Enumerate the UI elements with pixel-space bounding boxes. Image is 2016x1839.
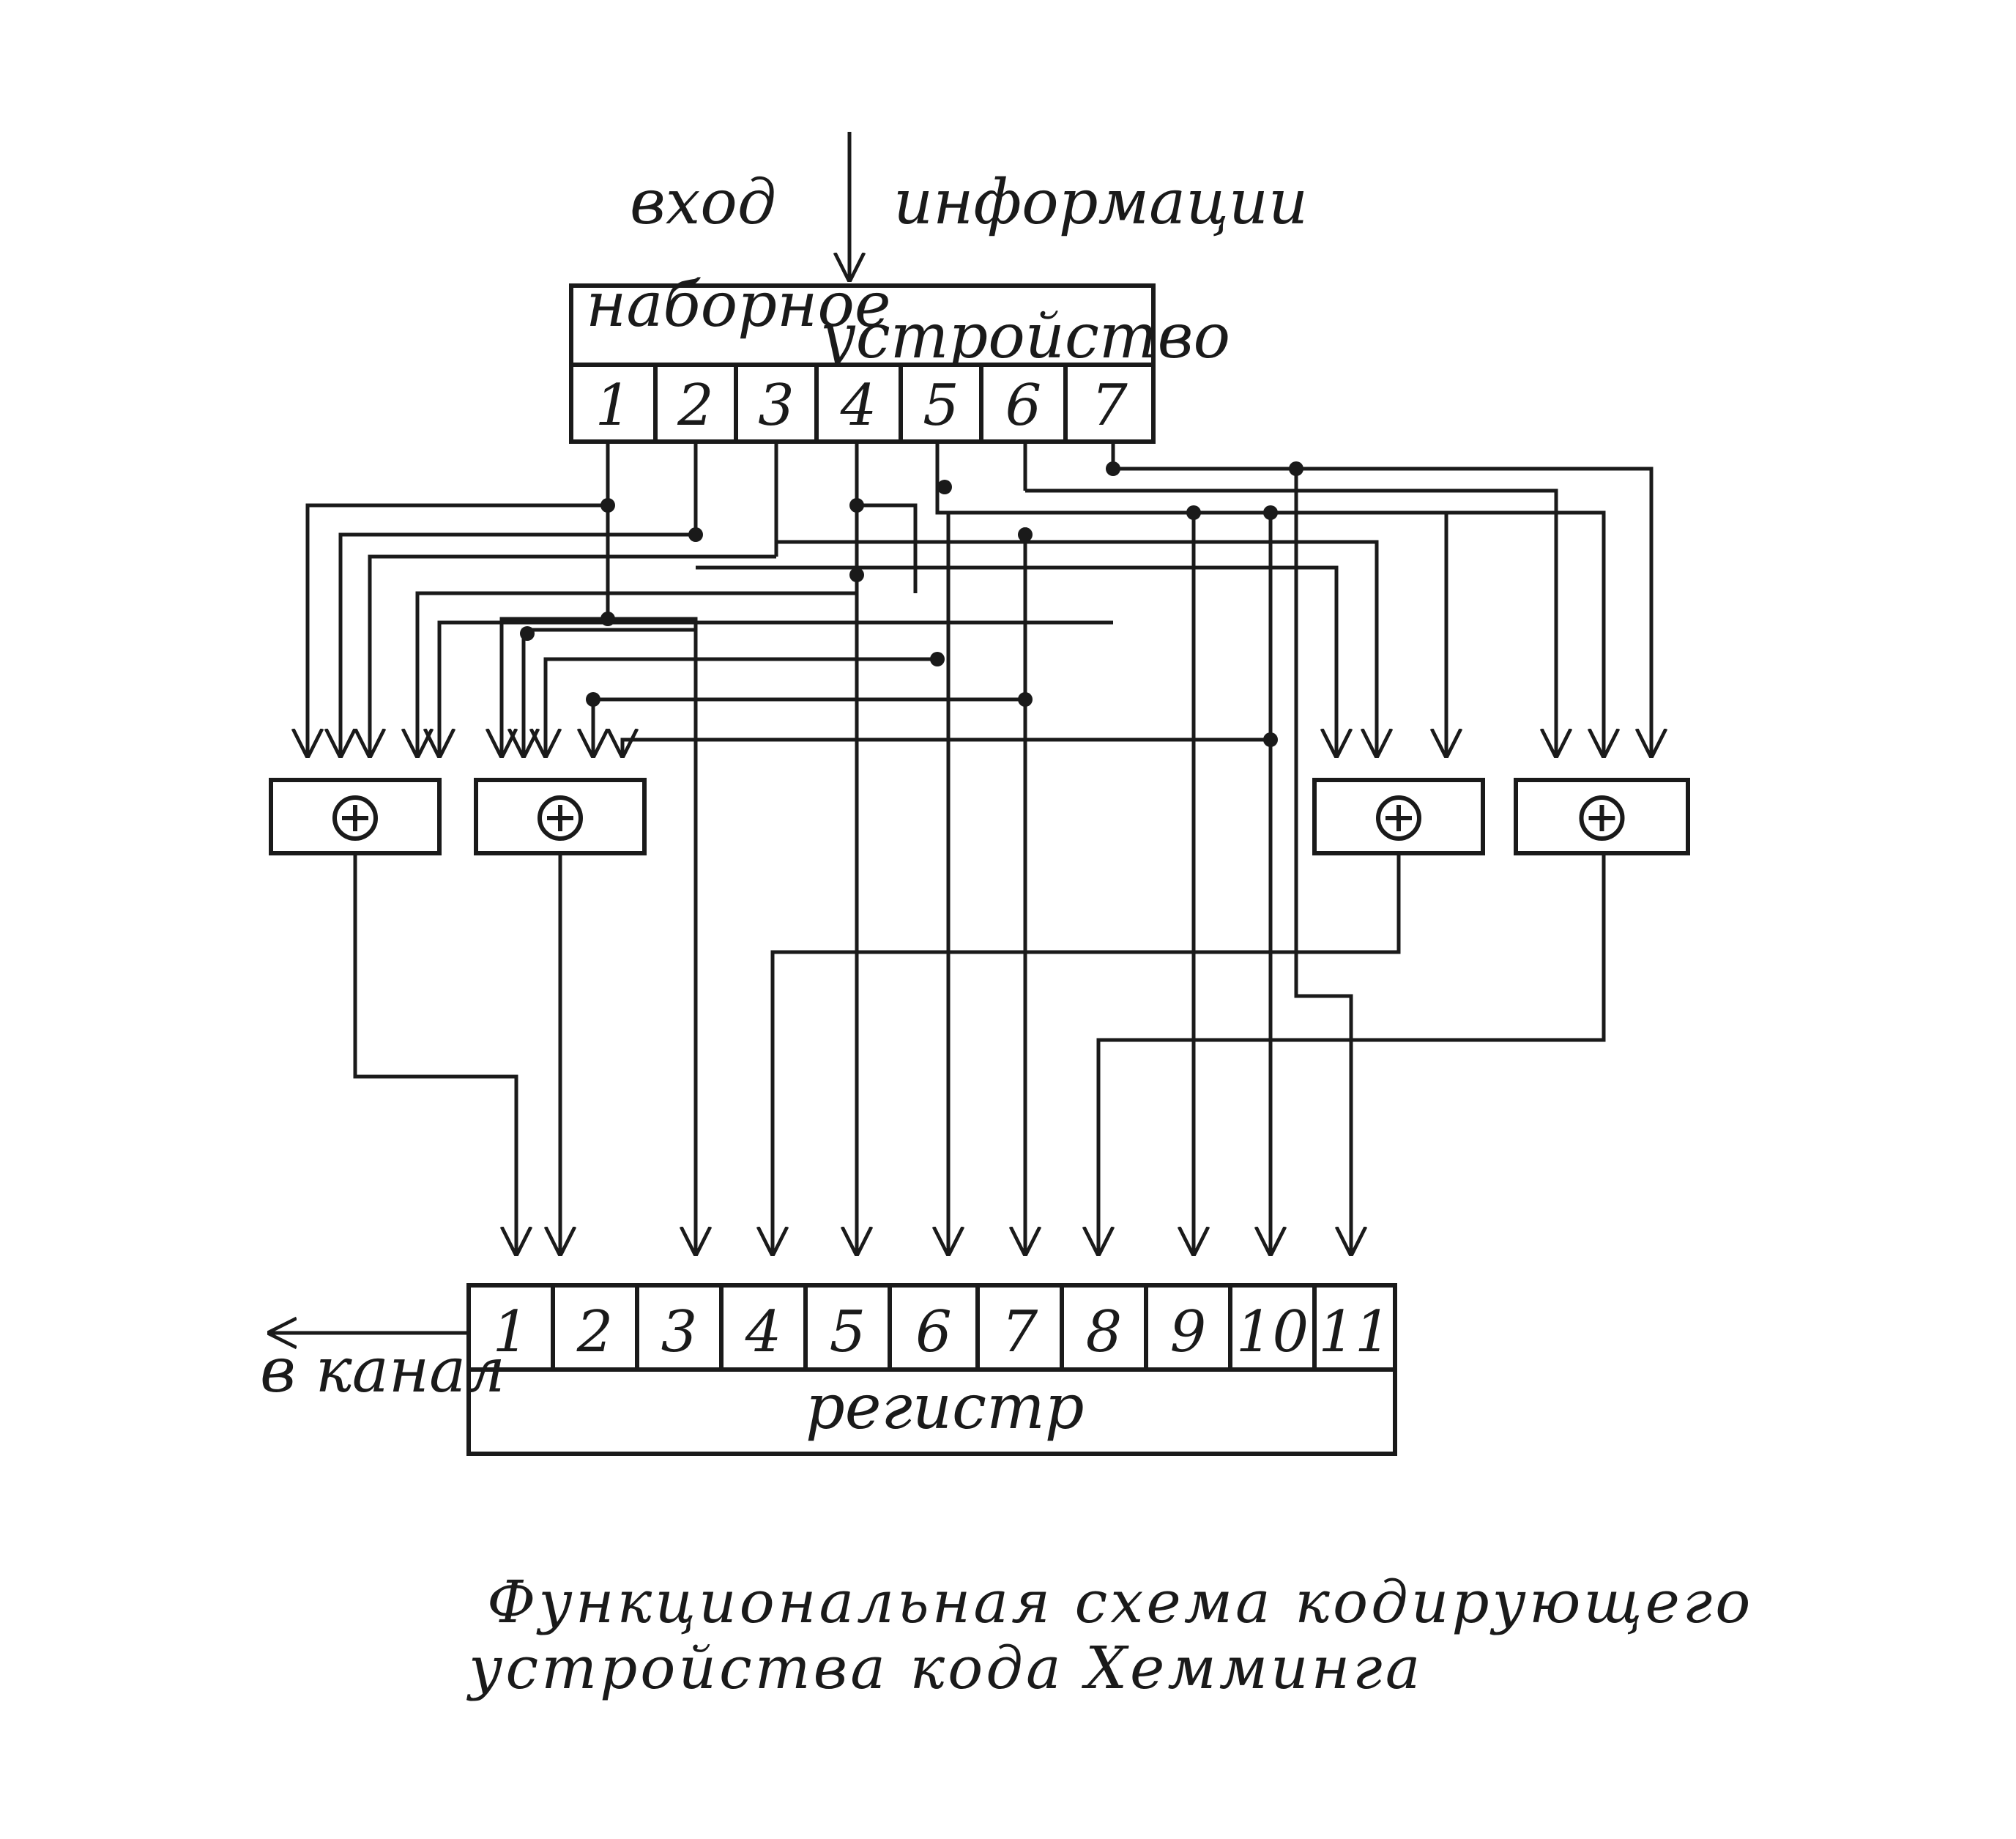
wire-22	[696, 565, 1336, 758]
wire-25	[1025, 488, 1556, 758]
register-cell-7: 7	[1002, 1299, 1038, 1365]
register-cell-11: 11	[1318, 1299, 1391, 1365]
wire-17	[502, 617, 608, 758]
input-label-left: вход	[630, 166, 776, 238]
input-label-right: информации	[893, 166, 1308, 238]
junction-dots	[520, 461, 1303, 747]
junction-dot	[1018, 527, 1033, 542]
register-cell-5: 5	[830, 1299, 866, 1365]
wire-30	[857, 503, 918, 593]
xor-adder-4	[1514, 778, 1690, 855]
wire-23	[776, 540, 1377, 758]
junction-dot	[937, 480, 952, 494]
caption-line1: Функциональная схема кодирующего	[487, 1568, 1753, 1636]
register-cell-1: 1	[493, 1299, 529, 1365]
junction-dot	[1263, 732, 1278, 747]
junction-dot	[1186, 505, 1201, 520]
input-cell-3: 3	[758, 373, 795, 439]
junction-dot	[586, 692, 600, 707]
xor-symbol	[538, 795, 583, 841]
register-cell-6: 6	[915, 1299, 952, 1365]
wire-3	[937, 442, 948, 1256]
wire-19	[546, 657, 937, 758]
caption-line2: устройства кода Хемминга	[466, 1634, 1423, 1702]
junction-dot	[1263, 505, 1278, 520]
input-cell-6: 6	[1005, 373, 1042, 439]
wire-26	[1194, 510, 1604, 758]
junction-dot	[849, 498, 864, 513]
junction-dot	[849, 568, 864, 582]
input-cell-2: 2	[677, 373, 714, 439]
input-cell-1: 1	[595, 373, 632, 439]
wire-15	[417, 591, 857, 758]
input-cell-5: 5	[923, 373, 959, 439]
xor-adder-1	[269, 778, 442, 855]
wire-16	[439, 620, 1113, 758]
register-cell-8: 8	[1086, 1299, 1123, 1365]
register-title: регистр	[806, 1371, 1085, 1443]
wire-12	[308, 503, 608, 758]
register-cell-3: 3	[661, 1299, 698, 1365]
input-device-title-line2: устройство	[817, 300, 1230, 372]
junction-dot	[688, 527, 703, 542]
xor-symbol	[1376, 795, 1421, 841]
junction-dot	[1289, 461, 1303, 476]
xor-adder-3	[1312, 778, 1485, 855]
register-cell-4: 4	[745, 1299, 782, 1365]
wire-13	[341, 532, 696, 758]
junction-dot	[1106, 461, 1120, 476]
input-cell-4: 4	[840, 373, 877, 439]
xor-symbol	[1579, 795, 1625, 841]
junction-dot	[520, 626, 535, 641]
junction-dot	[600, 498, 615, 513]
xor-adders	[269, 778, 1690, 855]
xor-adder-2	[474, 778, 647, 855]
wire-1	[606, 442, 696, 1256]
wire-11	[1098, 853, 1606, 1256]
output-label: в канал	[260, 1334, 505, 1406]
wire-14	[370, 554, 776, 758]
xor-symbol	[332, 795, 378, 841]
wiring	[308, 442, 1651, 1256]
input-device-title-line1: наборное	[586, 269, 891, 341]
junction-dot	[600, 612, 615, 626]
wire-20	[593, 697, 1025, 758]
junction-dot	[1018, 692, 1033, 707]
junction-dot	[930, 652, 945, 666]
input-cell-7: 7	[1091, 373, 1128, 439]
wire-10	[773, 853, 1401, 1256]
wire-27	[1296, 467, 1651, 758]
register-cell-9: 9	[1170, 1299, 1207, 1365]
register-cell-10: 10	[1236, 1299, 1309, 1365]
wire-8	[353, 853, 516, 1256]
wire-21	[622, 740, 1271, 758]
register-cell-2: 2	[576, 1299, 614, 1365]
